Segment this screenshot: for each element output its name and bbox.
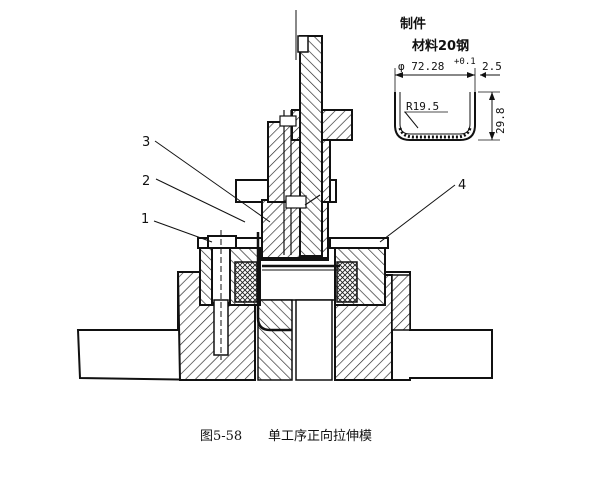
figure-number: 图5-58 <box>200 429 242 444</box>
dim-diameter-tolerance: +0.1 <box>454 57 476 67</box>
blank-sheet <box>256 232 340 332</box>
figure-title: 单工序正向拉伸模 <box>268 428 372 444</box>
part-label-1: 1 <box>141 212 149 227</box>
dim-diameter: φ 72.28 <box>398 60 444 73</box>
bolt <box>207 230 237 360</box>
product-cup-drawing <box>394 68 500 141</box>
product-note-material: 材料20钢 <box>412 38 469 54</box>
part-label-4: 4 <box>458 178 466 193</box>
part-label-2: 2 <box>142 174 150 189</box>
product-note-title: 制件 <box>400 16 426 32</box>
part-label-3: 3 <box>142 135 150 150</box>
dim-radius: R19.5 <box>406 100 439 113</box>
lower-die-shoe <box>76 270 493 382</box>
leader-lines <box>153 140 456 243</box>
punch-assembly <box>235 10 353 261</box>
dim-thickness: 2.5 <box>482 60 502 73</box>
dim-height: 29.8 <box>494 108 507 135</box>
